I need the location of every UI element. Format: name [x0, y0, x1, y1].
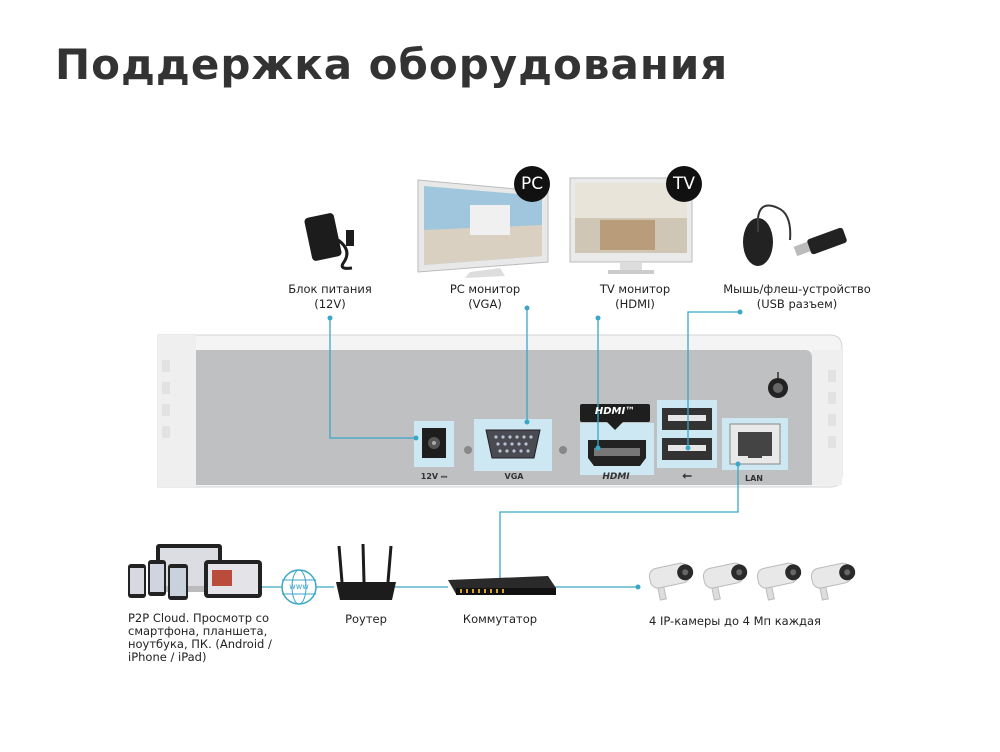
- tv-badge: TV: [666, 166, 702, 202]
- vga-port: [486, 430, 540, 458]
- hdmi-badge-label: HDMI™: [582, 406, 648, 417]
- ip-camera-icon: [810, 561, 860, 601]
- lan-port: [730, 424, 780, 464]
- power-supply-label: Блок питания (12V): [270, 282, 390, 312]
- flash-drive-icon: [794, 227, 848, 256]
- hdmi-port-label: HDMI: [588, 472, 644, 482]
- usb-device-name: Мышь/флеш-устройство: [712, 282, 882, 297]
- mobile-devices-icon: [128, 544, 262, 600]
- p2p-cloud-label: P2P Cloud. Просмотр со смартфона, планше…: [128, 612, 296, 664]
- power-supply-name: Блок питания: [270, 282, 390, 297]
- power-port: [422, 428, 446, 458]
- pc-monitor-label: PC монитор (VGA): [425, 282, 545, 312]
- ip-cameras-label: 4 IP-камеры до 4 Мп каждая: [630, 614, 840, 629]
- router-icon: [336, 544, 396, 600]
- www-label: www: [283, 579, 315, 594]
- screw-right: [559, 446, 567, 454]
- usb-device-detail: (USB разъем): [712, 297, 882, 312]
- ip-cameras-icon: [648, 561, 860, 601]
- usb-symbol-icon: ⭠: [670, 468, 704, 483]
- ip-camera-icon: [702, 561, 752, 601]
- ip-camera-icon: [648, 561, 698, 601]
- mouse-icon: [743, 206, 790, 266]
- power-supply-detail: (12V): [270, 297, 390, 312]
- ip-camera-icon: [756, 561, 806, 601]
- tv-monitor-detail: (HDMI): [575, 297, 695, 312]
- lan-port-label: LAN: [734, 474, 774, 483]
- power-port-label: 12V ⎓: [410, 472, 458, 482]
- screw-left: [464, 446, 472, 454]
- pc-monitor-detail: (VGA): [425, 297, 545, 312]
- vga-port-label: VGA: [488, 472, 540, 481]
- tv-monitor-label: TV монитор (HDMI): [575, 282, 695, 312]
- switch-label: Коммутатор: [452, 612, 548, 627]
- tv-monitor-name: TV монитор: [575, 282, 695, 297]
- pc-monitor-name: PC монитор: [425, 282, 545, 297]
- hdmi-port: [588, 440, 646, 466]
- pc-badge: PC: [514, 166, 550, 202]
- usb-device-label: Мышь/флеш-устройство (USB разъем): [712, 282, 882, 312]
- switch-icon: [448, 576, 556, 595]
- router-label: Роутер: [334, 612, 398, 627]
- power-adapter-icon: [304, 212, 354, 268]
